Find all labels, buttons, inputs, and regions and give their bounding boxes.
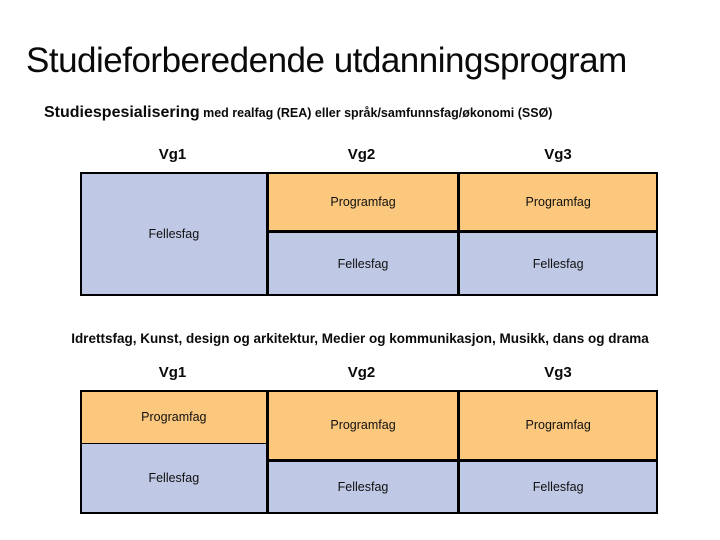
cell-label: Programfag	[141, 410, 207, 425]
cell-label: Fellesfag	[532, 479, 584, 494]
table1-studiespesialisering: Fellesfag Programfag Fellesfag Programfa…	[80, 172, 658, 296]
section1-heading-emphasis: Studiespesialisering	[44, 104, 200, 121]
table2-header-vg2: Vg2	[347, 364, 376, 381]
cell-label: Programfag	[525, 195, 591, 210]
table2-vg2-fellesfag-cell: Fellesfag	[268, 461, 458, 512]
table2-vg3-programfag-cell: Programfag	[460, 392, 656, 462]
table1-header-vg3: Vg3	[544, 146, 572, 163]
page-title: Studieforberedende utdanningsprogram	[26, 41, 627, 80]
table2-idrettsfag-kunst-medier-musikk: Programfag Fellesfag Programfag Fellesfa…	[80, 390, 658, 514]
table1-vg2-programfag-cell: Programfag	[268, 174, 458, 234]
table1-col-vg3: Programfag Fellesfag	[457, 174, 656, 294]
table2-vg2-programfag-cell: Programfag	[268, 392, 458, 462]
table1-header-vg1: Vg1	[158, 146, 187, 163]
table1-vg1-fellesfag-cell: Fellesfag	[82, 174, 266, 294]
table1-vg3-programfag-cell: Programfag	[460, 174, 656, 234]
table2-column-headers: Vg1 Vg2 Vg3	[80, 364, 658, 381]
cell-label: Programfag	[525, 418, 591, 433]
table1-vg3-fellesfag-cell: Fellesfag	[460, 233, 656, 294]
section1-heading: Studiespesialisering med realfag (REA) e…	[44, 104, 552, 122]
table2-vg1-fellesfag-cell: Fellesfag	[82, 443, 266, 512]
table1-vg2-fellesfag-cell: Fellesfag	[268, 233, 458, 294]
table1-header-vg2: Vg2	[347, 146, 376, 163]
section1-heading-detail: med realfag (REA) eller språk/samfunnsfa…	[199, 106, 553, 120]
cell-label: Fellesfag	[337, 479, 389, 494]
cell-label: Fellesfag	[148, 470, 200, 485]
cell-label: Fellesfag	[532, 256, 584, 271]
table1-column-headers: Vg1 Vg2 Vg3	[80, 146, 658, 163]
cell-label: Fellesfag	[148, 227, 200, 241]
table2-col-vg2: Programfag Fellesfag	[265, 392, 458, 512]
table2-vg3-fellesfag-cell: Fellesfag	[460, 461, 656, 512]
table2-header-vg1: Vg1	[158, 364, 187, 381]
table2-header-vg3: Vg3	[544, 364, 572, 381]
table1-col-vg1: Fellesfag	[82, 174, 266, 294]
cell-label: Programfag	[330, 195, 396, 210]
table2-vg1-programfag-cell: Programfag	[82, 392, 266, 444]
cell-label: Programfag	[330, 418, 396, 433]
cell-label: Fellesfag	[337, 256, 389, 271]
table2-col-vg3: Programfag Fellesfag	[457, 392, 656, 512]
table1-col-vg2: Programfag Fellesfag	[265, 174, 458, 294]
section2-heading: Idrettsfag, Kunst, design og arkitektur,…	[71, 331, 649, 346]
table2-col-vg1: Programfag Fellesfag	[82, 392, 266, 512]
